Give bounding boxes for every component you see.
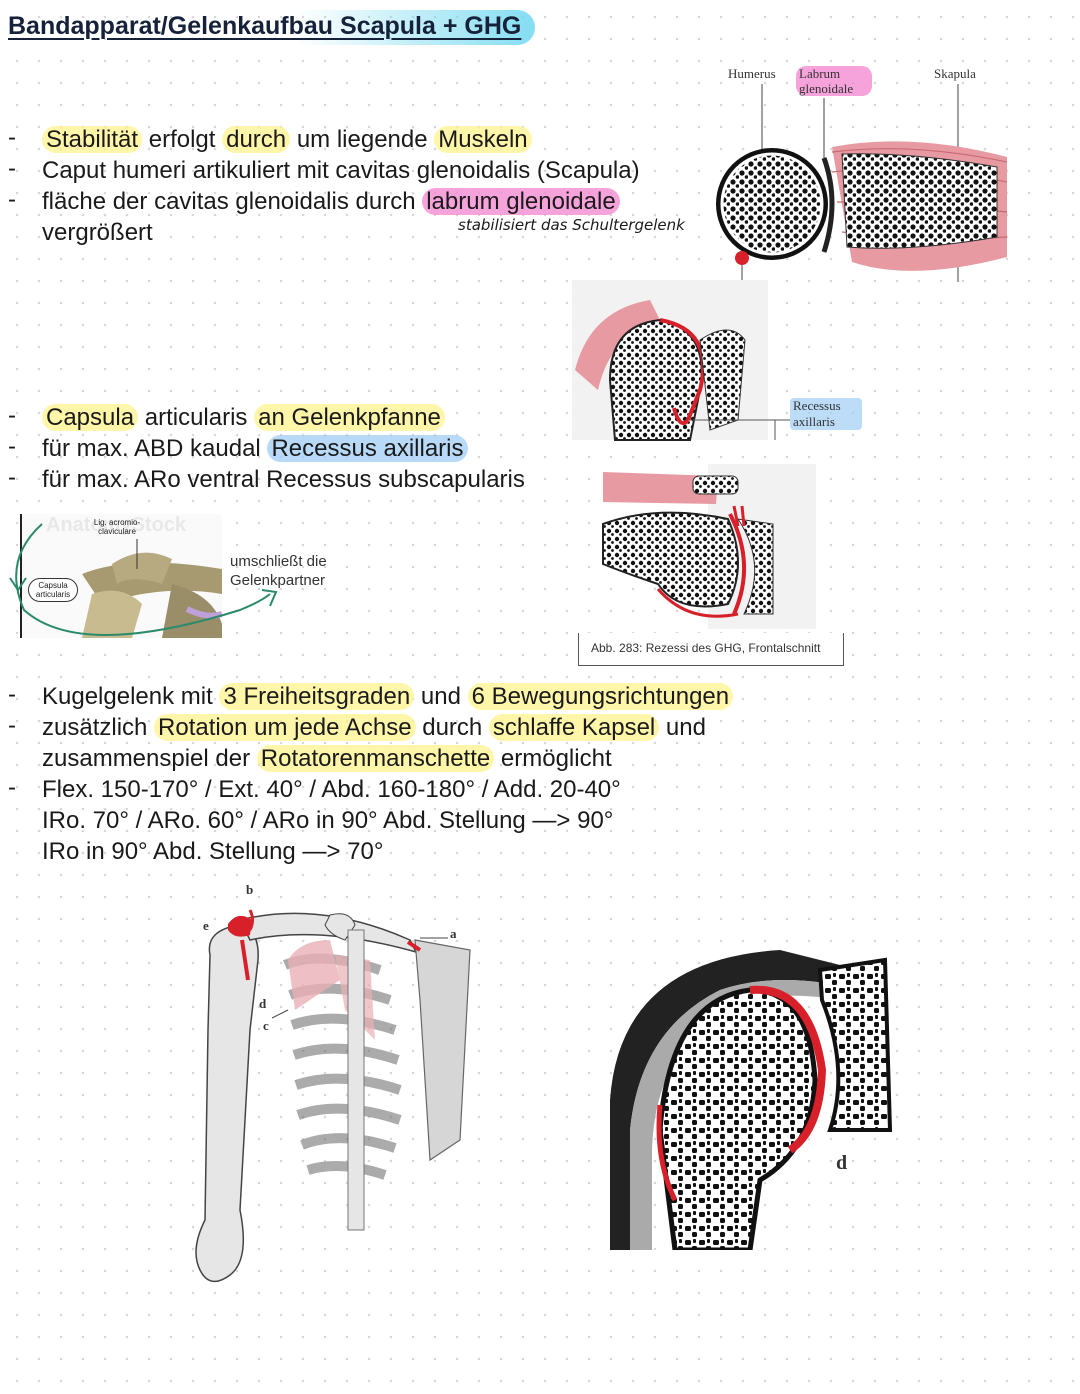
- text: Kugelgelenk mit: [42, 683, 220, 710]
- label-a: a: [450, 926, 457, 941]
- label-capsula: Capsula articularis: [28, 578, 78, 602]
- fig4-drawing: [610, 950, 893, 1250]
- bullet-rom: Flex. 150-170° / Ext. 40° / Abd. 160-180…: [42, 776, 621, 803]
- bullet-rotation: zusätzlich Rotation um jede Achse durch …: [42, 712, 706, 743]
- bullet-rom-cont2: IRo in 90° Abd. Stellung —> 70°: [42, 838, 384, 865]
- text: erfolgt: [142, 126, 223, 153]
- bullet-capsula: Capsula articularis an Gelenkpfanne: [42, 402, 445, 433]
- bullet-dash: -: [8, 464, 16, 491]
- bullet-aro: für max. ARo ventral Recessus subscapula…: [42, 466, 525, 493]
- text: für max. ABD kaudal: [42, 435, 268, 462]
- text: articularis: [138, 404, 255, 431]
- hl-kapsel: schlaffe Kapsel: [488, 714, 660, 741]
- text: und: [414, 683, 468, 710]
- page-title: Bandapparat/Gelenkaufbau Scapula + GHG: [6, 10, 536, 45]
- bullet-dash: -: [8, 681, 16, 708]
- text: ermöglicht: [494, 745, 612, 772]
- bullet-dash: -: [8, 402, 16, 429]
- bullet-dash: -: [8, 124, 16, 151]
- hl-gelenkpfanne: an Gelenkpfanne: [254, 404, 445, 431]
- text: fläche der cavitas glenoidalis durch: [42, 188, 423, 215]
- hl-rotatorenmanschette: Rotatorenmanschette: [256, 745, 495, 772]
- bullet-dash: -: [8, 774, 16, 801]
- green-arrow: [9, 523, 278, 636]
- hl-durch: durch: [222, 126, 291, 153]
- label-c: c: [263, 1018, 269, 1033]
- figure-recessus-axillaris: Recessus axillaris: [570, 280, 870, 450]
- hl-stabilitaet: Stabilität: [42, 126, 143, 153]
- bullet-dash: -: [8, 155, 16, 182]
- fig2-drawing: [572, 280, 790, 441]
- figure-glenohumeral-axial: Humerus Labrum glenoidale Skapula: [712, 62, 1012, 292]
- hl-muskeln: Muskeln: [434, 126, 532, 153]
- bullet-dash: -: [8, 712, 16, 739]
- figure-frontal-section: [598, 464, 818, 634]
- figure-caption: Abb. 283: Rezessi des GHG, Frontalschnit…: [578, 633, 844, 666]
- bullet-rotation-cont: zusammenspiel der Rotatorenmanschette er…: [42, 743, 612, 774]
- handwritten-note: stabilisiert das Schultergelenk: [458, 216, 685, 234]
- bullet-caput: Caput humeri artikuliert mit cavitas gle…: [42, 157, 640, 184]
- bullet-kugelgelenk: Kugelgelenk mit 3 Freiheitsgraden und 6 …: [42, 681, 734, 712]
- note-umschliesst: umschließt die Gelenkpartner: [230, 553, 327, 589]
- figure-humeral-head: d: [600, 930, 900, 1250]
- hl-bewegungsrichtungen: 6 Bewegungsrichtungen: [467, 683, 734, 710]
- text: um liegende: [290, 126, 435, 153]
- bullet-dash: -: [8, 186, 16, 213]
- hl-capsula: Capsula: [42, 404, 139, 431]
- bullet-flaeche: fläche der cavitas glenoidalis durch lab…: [42, 186, 620, 217]
- hl-freiheitsgrade: 3 Freiheitsgraden: [219, 683, 415, 710]
- label-d: d: [259, 996, 267, 1011]
- hl-rotation: Rotation um jede Achse: [154, 714, 416, 741]
- label-labrum: Labrum glenoidale: [796, 66, 872, 96]
- text: zusammenspiel der: [42, 745, 257, 772]
- fig3-drawing: [602, 464, 816, 629]
- bullet-rom-cont1: IRo. 70° / ARo. 60° / ARo in 90° Abd. St…: [42, 807, 614, 834]
- label-b: b: [246, 882, 254, 897]
- bullet-abd: für max. ABD kaudal Recessus axillaris: [42, 433, 468, 464]
- label-skapula: Skapula: [934, 66, 976, 81]
- watermark: AnatomyStock: [46, 514, 187, 536]
- label-lig: Lig. acromio-claviculare: [93, 518, 141, 536]
- label-recessus: Recessus axillaris: [790, 398, 862, 430]
- hl-recessus: Recessus axillaris: [267, 435, 468, 462]
- figure-skeleton: b e a d c: [180, 880, 490, 1300]
- label-e: e: [203, 918, 209, 933]
- hl-labrum: labrum glenoidale: [422, 188, 620, 215]
- bullet-cont: vergrößert: [42, 219, 153, 246]
- text: und: [659, 714, 706, 741]
- bullet-dash: -: [8, 433, 16, 460]
- label-humerus: Humerus: [728, 66, 776, 81]
- skeleton-drawing: [195, 909, 471, 1283]
- label-d-fig4: d: [836, 1152, 848, 1174]
- text: zusätzlich: [42, 714, 155, 741]
- text: durch: [415, 714, 489, 741]
- small-shoulder-image: AnatomyStock Lig. acromio-claviculare Ca…: [20, 514, 222, 638]
- bullet-stability: Stabilität erfolgt durch um liegende Mus…: [42, 124, 532, 155]
- fig1-drawing: [716, 84, 1008, 287]
- small-image-drawing: [22, 514, 222, 638]
